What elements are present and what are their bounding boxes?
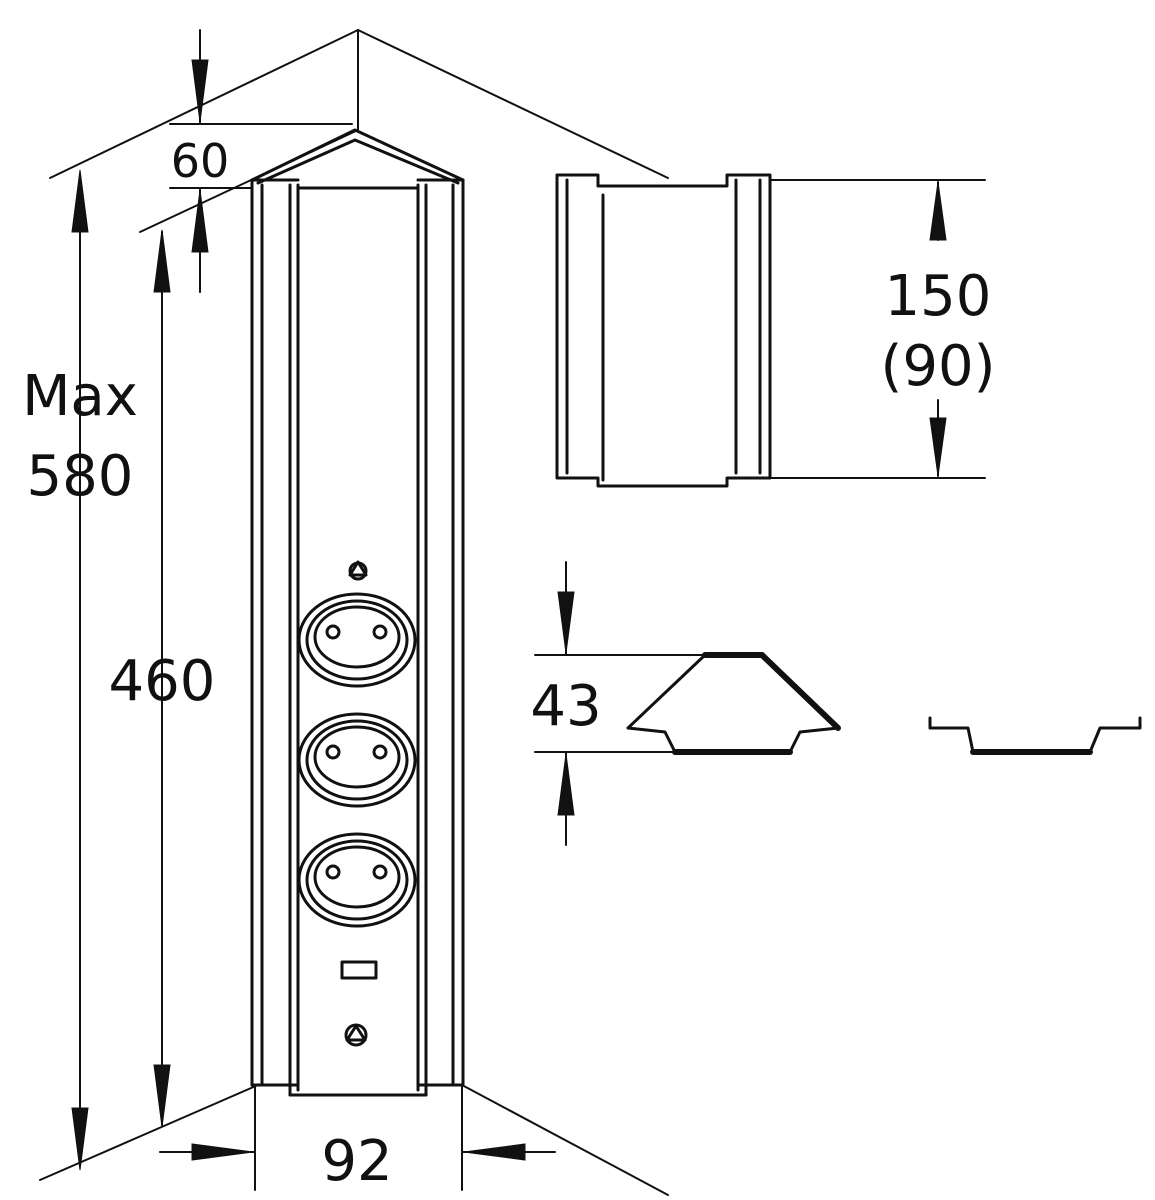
dim-top-depth bbox=[169, 29, 353, 293]
dim-top-height bbox=[769, 179, 986, 479]
dim-profile-depth-label: 43 bbox=[530, 674, 601, 739]
mounting-rail bbox=[928, 716, 1142, 755]
socket-2 bbox=[297, 712, 417, 808]
screw-bottom bbox=[344, 1023, 368, 1047]
dim-top-depth-label: 60 bbox=[171, 134, 230, 188]
profile-section bbox=[626, 652, 841, 755]
socket-3 bbox=[297, 832, 417, 928]
power-column-front bbox=[250, 128, 465, 1097]
dim-body-height-label: 460 bbox=[109, 649, 216, 714]
power-column-side bbox=[555, 173, 772, 488]
dim-profile-depth bbox=[534, 561, 706, 846]
screw-top bbox=[348, 560, 368, 581]
dim-width-label: 92 bbox=[321, 1129, 392, 1194]
dim-top-height-label: 150 bbox=[885, 264, 992, 329]
corner-wall-lines bbox=[39, 29, 669, 1196]
socket-1 bbox=[297, 592, 417, 688]
dim-max-height-value: 580 bbox=[27, 444, 134, 509]
dim-body-height bbox=[153, 229, 171, 1128]
dim-top-height-alt-label: (90) bbox=[881, 334, 996, 399]
switch bbox=[340, 960, 378, 980]
dim-max-height bbox=[71, 169, 89, 1171]
dim-max-height-label: Max bbox=[22, 364, 138, 429]
dim-width bbox=[159, 1084, 556, 1191]
